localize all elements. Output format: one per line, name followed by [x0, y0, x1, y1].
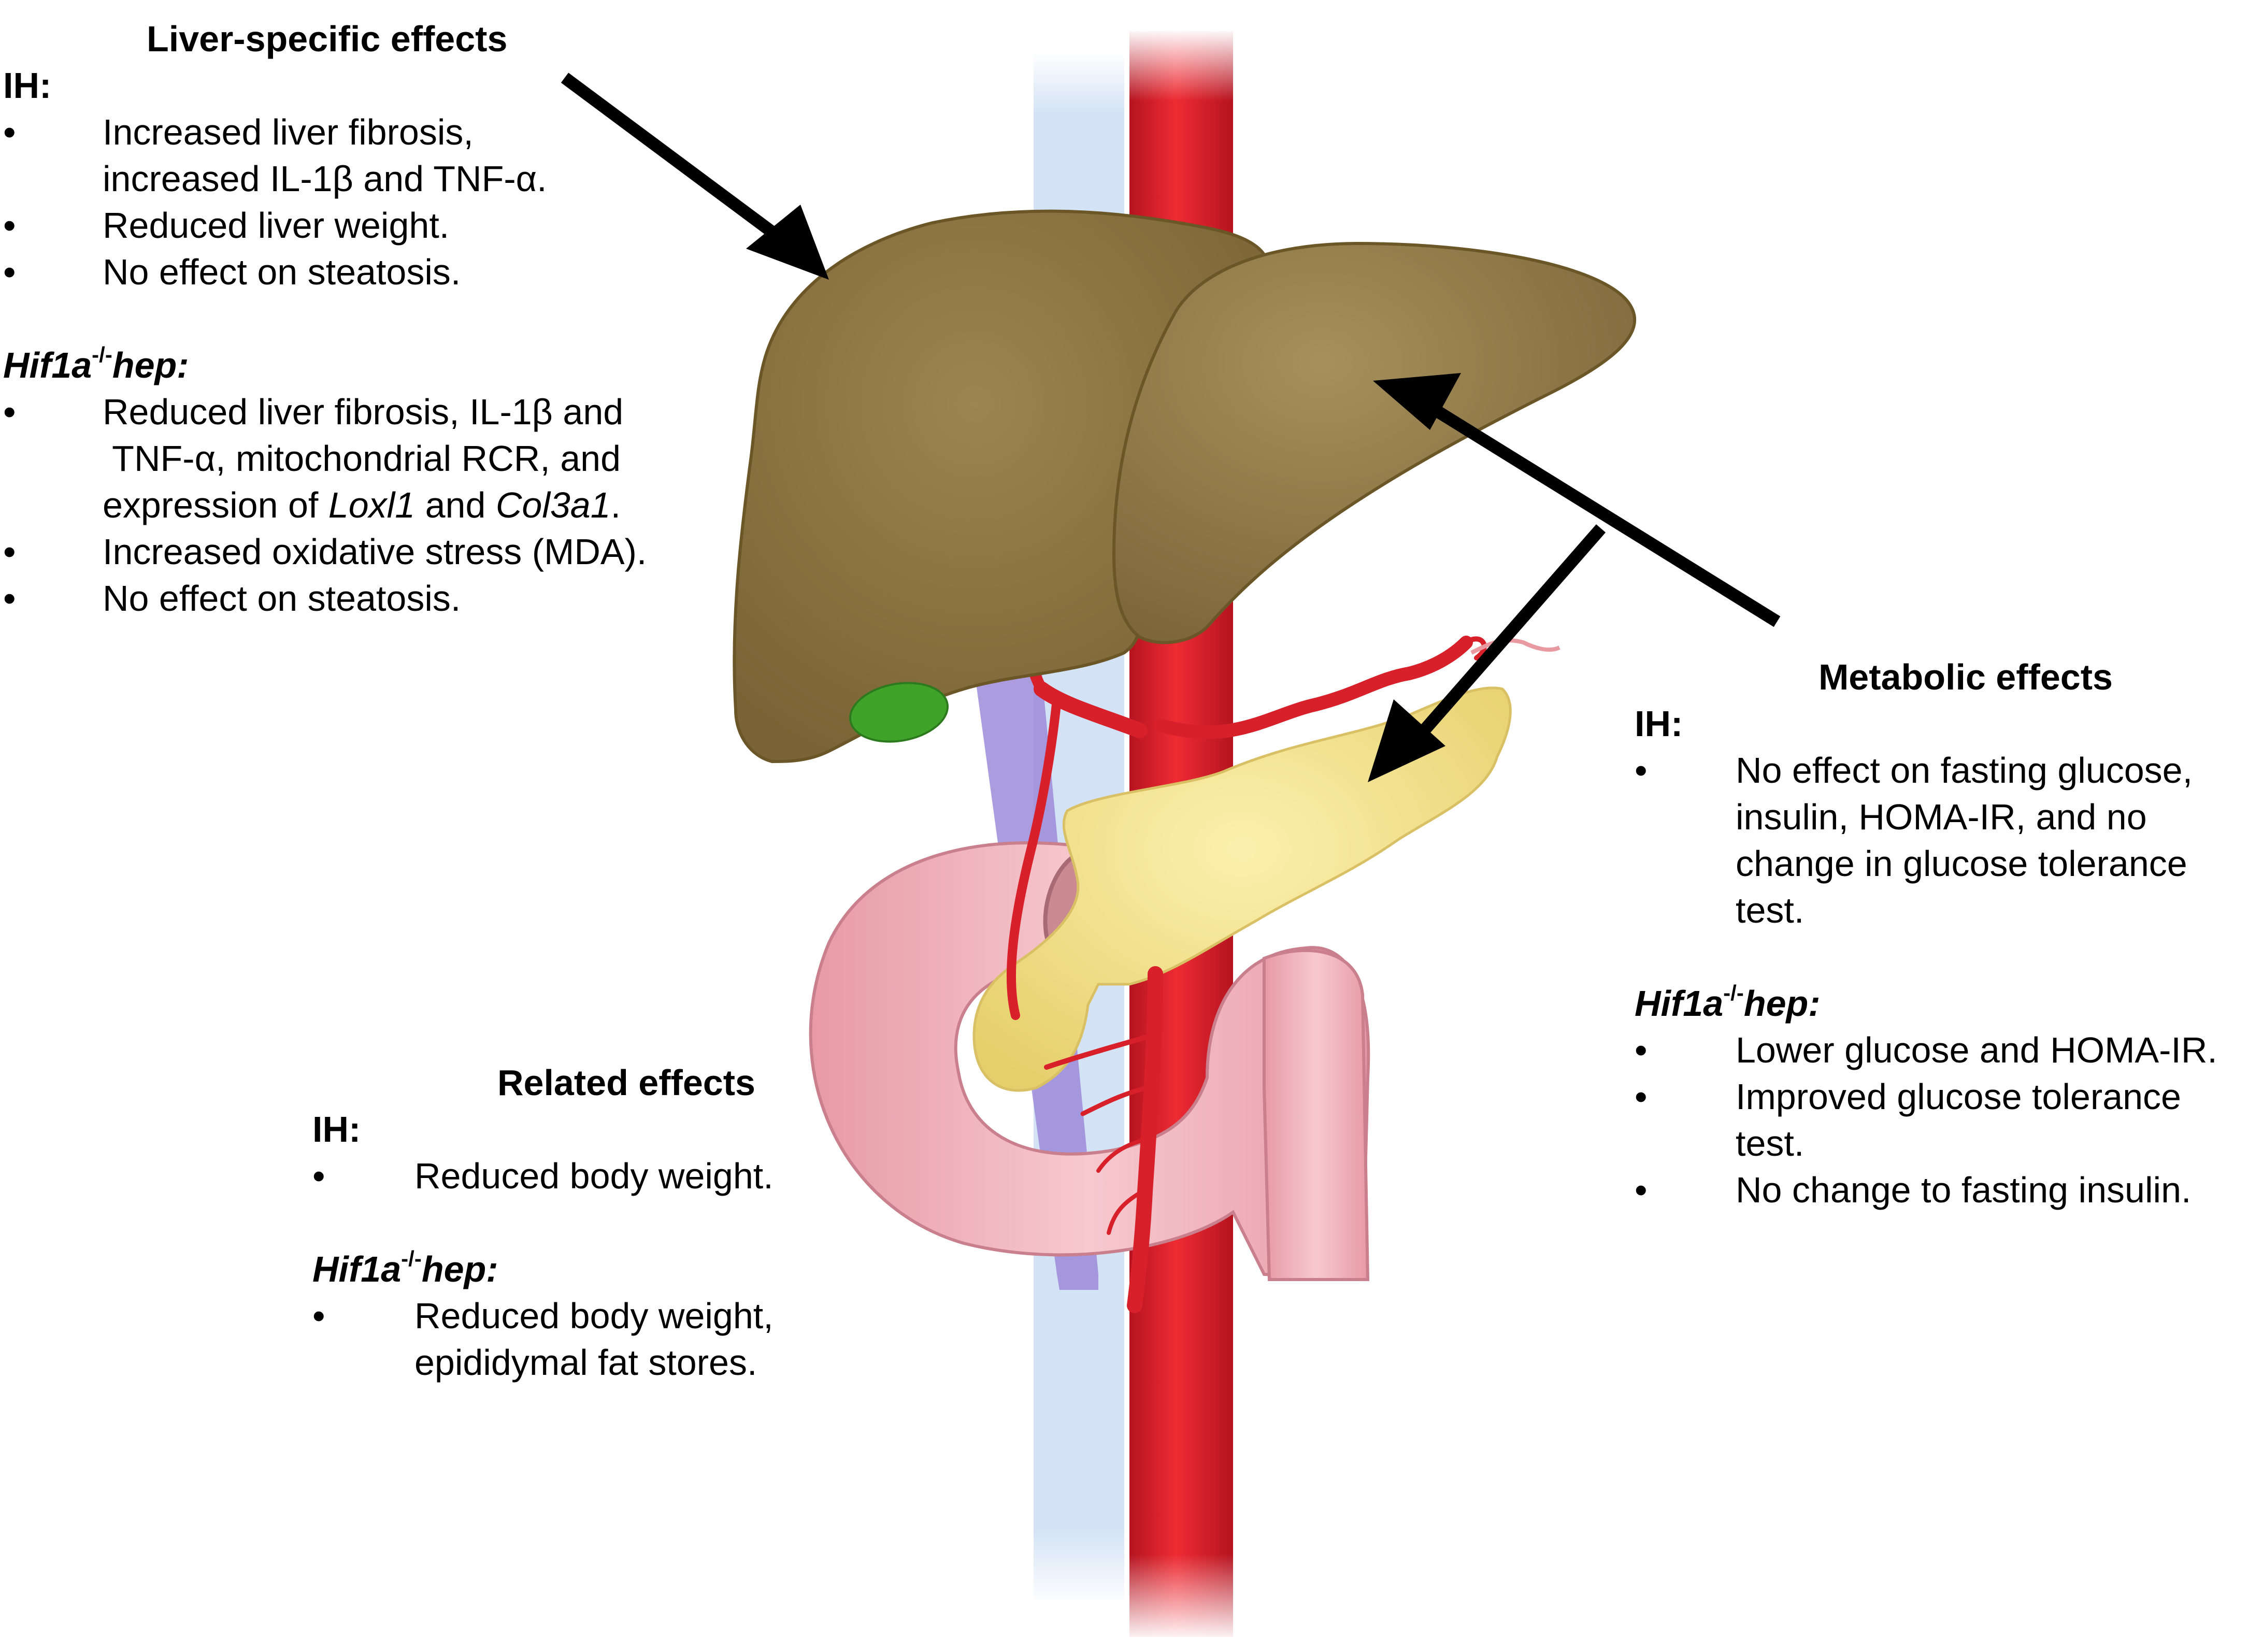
metabolic-ih-label: IH:: [1635, 703, 1683, 744]
splenic-vessel-faint: [1470, 638, 1560, 655]
arrow-metabolic-main-head: [1373, 373, 1461, 430]
sma-branch-2: [1080, 1085, 1150, 1116]
liver-ih-item-1-line-2: increased IL-1β and TNF-α.: [103, 159, 547, 199]
bullet: •: [1635, 1030, 1648, 1070]
aorta-fade-top: [1127, 28, 1236, 101]
metabolic-hif-item-1-line-1: Lower glucose and HOMA-IR.: [1736, 1030, 2217, 1070]
liver-hif-item-3-line-1: No effect on steatosis.: [103, 578, 461, 619]
liver-ih-item-2-line-1: Reduced liver weight.: [103, 205, 450, 246]
hif-gene-name: Hif1a: [3, 345, 92, 385]
gallbladder: [849, 682, 949, 743]
liver-right-lobe: [1112, 241, 1637, 644]
bullet: •: [3, 578, 16, 619]
text-segment: expression of: [103, 485, 328, 525]
liver-ih-item-1-line-1: Increased liver fibrosis,: [103, 112, 474, 152]
sma: [1127, 966, 1163, 1313]
liver-ih-item-3-line-1: No effect on steatosis.: [103, 252, 461, 292]
related-title: Related effects: [497, 1062, 755, 1103]
hif-suffix: hep:: [1743, 983, 1821, 1024]
bullet: •: [1635, 750, 1648, 791]
hif-genotype: -/-: [92, 342, 112, 367]
metabolic-ih-item-1-line-2: insulin, HOMA-IR, and no: [1736, 797, 2147, 837]
bullet: •: [3, 252, 16, 292]
arrow-liver-specific: [561, 73, 792, 249]
hif-gene-name: Hif1a: [312, 1249, 402, 1289]
liver-hif-item-2-line-1: Increased oxidative stress (MDA).: [103, 531, 647, 572]
splenic-tail: [1464, 636, 1487, 660]
metabolic-hif-item-2-line-2: test.: [1736, 1123, 1805, 1163]
liver-hif-item-1-line-1: Reduced liver fibrosis, IL-1β and: [103, 392, 624, 432]
sma-branch-4: [1107, 1189, 1144, 1235]
bullet: •: [1635, 1076, 1648, 1117]
liver-hif-item-1-line-2: TNF-α, mitochondrial RCR, and: [103, 438, 621, 479]
liver-hif-item-1-line-3: expression of Loxl1 and Col3a1.: [103, 482, 623, 528]
sma-branch-1: [1044, 1033, 1153, 1070]
metabolic-title: Metabolic effects: [1819, 657, 2113, 697]
bullet: •: [3, 205, 16, 246]
related-hif-label: Hif1a-/-hep:: [312, 1246, 498, 1292]
metabolic-hif-item-2-line-1: Improved glucose tolerance: [1736, 1076, 2181, 1117]
arrow-liver-specific-head: [746, 205, 829, 280]
aorta-fade-bottom: [1127, 1554, 1236, 1642]
related-ih-item-1-line-1: Reduced body weight.: [414, 1156, 774, 1196]
arrow-metabolic-main: [1426, 401, 1781, 627]
bullet: •: [3, 392, 16, 432]
bullet: •: [3, 531, 16, 572]
text-segment: .: [610, 485, 621, 525]
arrow-metabolic-branch-head: [1368, 699, 1445, 782]
related-ih-label: IH:: [312, 1109, 361, 1150]
sma-branch-3: [1096, 1138, 1147, 1173]
splenic-artery: [1154, 636, 1473, 739]
gene-col3a1: Col3a1: [495, 485, 611, 525]
metabolic-ih-item-1-line-3: change in glucose tolerance: [1736, 843, 2187, 884]
hif-gene-name: Hif1a: [1635, 983, 1724, 1024]
bullet: •: [1635, 1170, 1648, 1210]
liver-specific-title: Liver-specific effects: [147, 19, 508, 59]
bullet: •: [312, 1156, 325, 1196]
bullet: •: [3, 112, 16, 152]
metabolic-hif-item-3-line-1: No change to fasting insulin.: [1736, 1170, 2192, 1210]
liver-hif-label: Hif1a-/-hep:: [3, 342, 189, 389]
vena-cava-fade-top: [1031, 52, 1127, 114]
hif-genotype: -/-: [401, 1246, 422, 1271]
arrow-metabolic-branch: [1414, 524, 1606, 740]
hif-suffix: hep:: [421, 1249, 498, 1289]
gene-loxl1: Loxl1: [328, 485, 416, 525]
related-hif-item-1-line-2: epididymal fat stores.: [414, 1342, 757, 1383]
text-segment: and: [415, 485, 496, 525]
hepatic-artery: [1034, 681, 1148, 738]
metabolic-hif-label: Hif1a-/-hep:: [1635, 980, 1821, 1027]
metabolic-ih-item-1-line-1: No effect on fasting glucose,: [1736, 750, 2193, 791]
gastroduodenal-artery: [1006, 695, 1062, 1020]
bullet: •: [312, 1296, 325, 1336]
hif-suffix: hep:: [112, 345, 189, 385]
metabolic-ih-item-1-line-4: test.: [1736, 890, 1805, 930]
liver-ih-label: IH:: [3, 65, 52, 106]
related-hif-item-1-line-1: Reduced body weight,: [414, 1296, 774, 1336]
vena-cava-fade-bottom: [1031, 1528, 1127, 1606]
hif-genotype: -/-: [1723, 981, 1744, 1005]
jejunum: [1263, 949, 1370, 1281]
